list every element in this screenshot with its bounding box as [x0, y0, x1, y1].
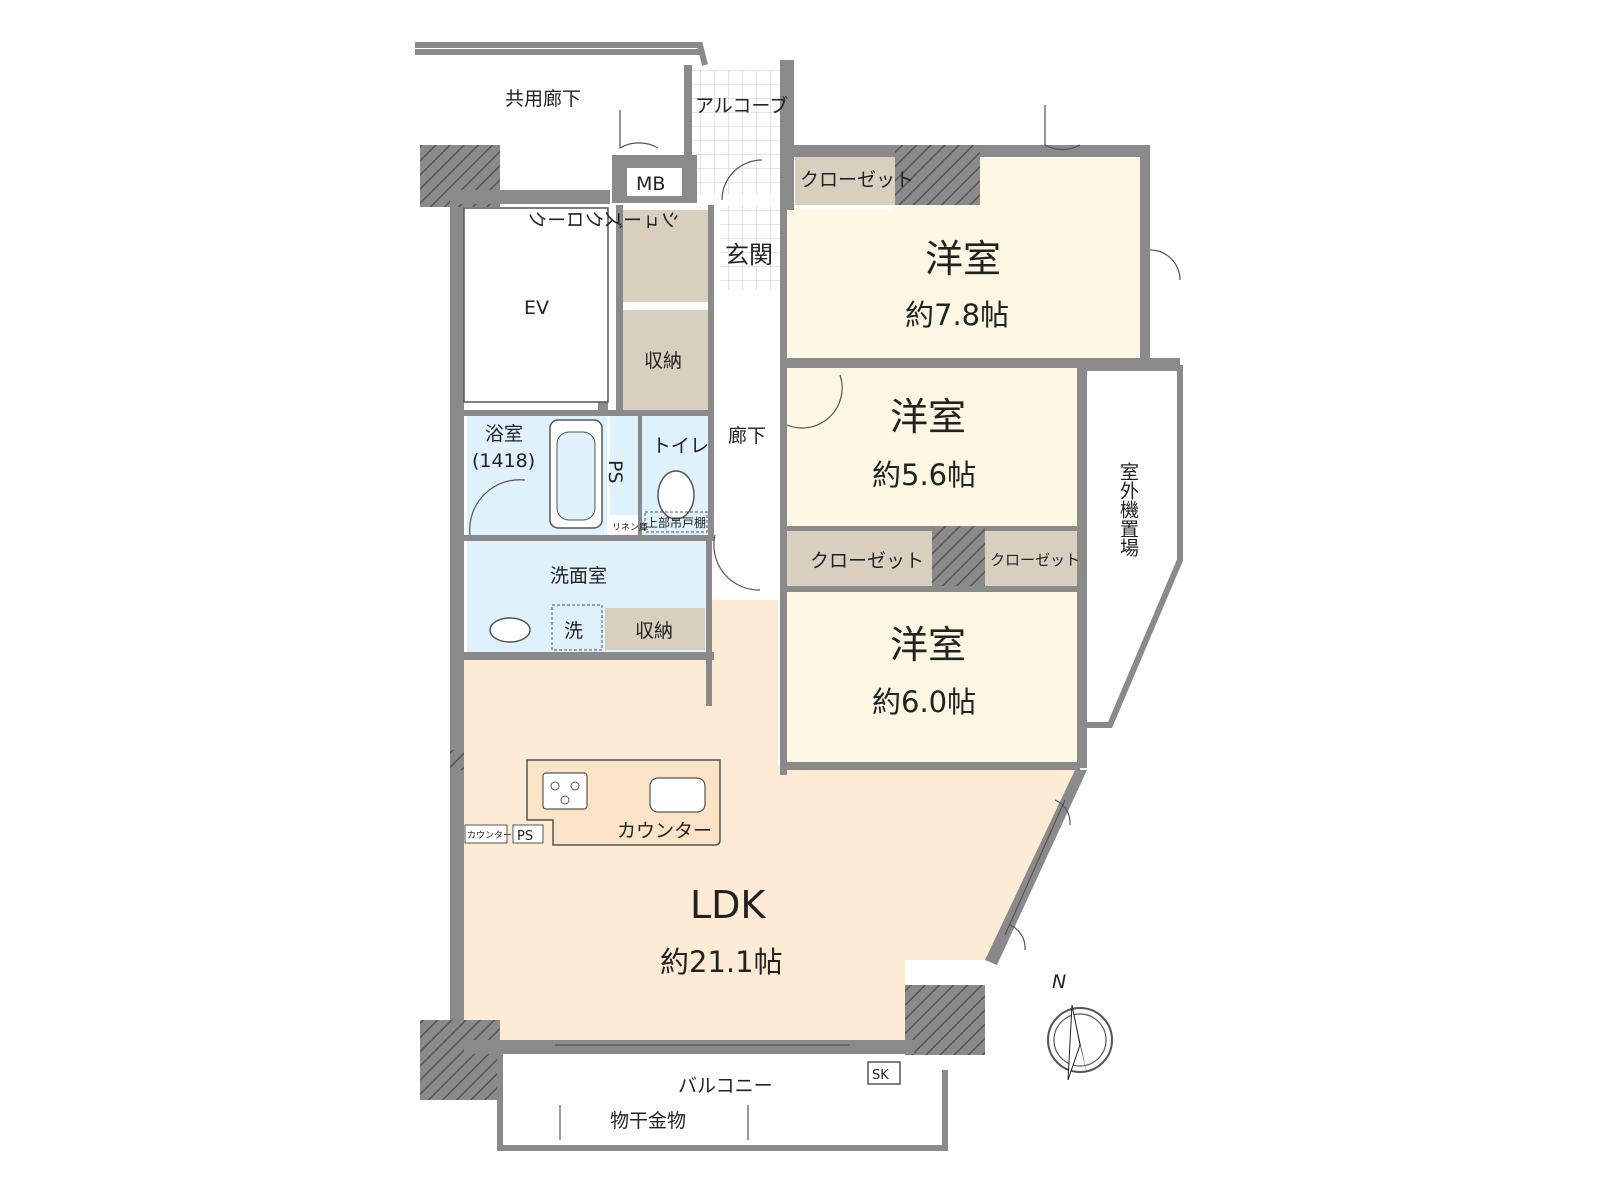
- entrance-label: 玄関: [725, 241, 773, 269]
- closet-small-fill: [985, 531, 1077, 586]
- closet-small-label: クローゼット: [990, 551, 1080, 569]
- bath-size-label: (1418): [472, 450, 535, 472]
- mb-label: MB: [636, 173, 665, 195]
- western-room-3-size: 約6.0帖: [872, 685, 976, 719]
- alcove-tile: [690, 70, 782, 195]
- western-room-3-floor: [787, 592, 1077, 762]
- ps-floor: [610, 415, 638, 515]
- bath-label: 浴室: [485, 423, 523, 445]
- closet-mid-fill: [787, 531, 932, 586]
- entrance-tile: [720, 205, 782, 290]
- counter-big-label: カウンター: [617, 820, 712, 842]
- washroom-label: 洗面室: [550, 565, 607, 587]
- storage1-label: 収納: [644, 350, 682, 372]
- fixtures: [464, 105, 1181, 1140]
- labels: 共用廊下 アルコーブ MB クローゼット シューズクローク 玄関 EV 収納 廊…: [467, 88, 1139, 1132]
- storage1-fill: [623, 310, 708, 410]
- western-room-1-floor: [785, 158, 1140, 358]
- counter-small-label: カウンター: [467, 830, 512, 841]
- shoes-cloak-fill: [623, 210, 708, 302]
- western-room-3-name: 洋室: [890, 623, 966, 667]
- corridor-label: 廊下: [728, 425, 766, 447]
- walls: [415, 42, 1183, 1151]
- ldk-size: 約21.1帖: [660, 945, 783, 979]
- north-label: N: [1052, 971, 1066, 993]
- western-room-2-floor: [787, 368, 1077, 526]
- ldk-floor: [464, 600, 1075, 1040]
- ldk-name: LDK: [690, 883, 766, 927]
- sk-label: SK: [872, 1068, 889, 1083]
- toilet-label: トイレ: [652, 435, 709, 457]
- storage2-fill: [605, 608, 705, 650]
- western-room-2-size: 約5.6帖: [872, 458, 976, 492]
- outdoor-unit-label: 室外機置場: [1117, 462, 1139, 558]
- storage2-label: 収納: [635, 620, 673, 642]
- clothes-pole-label: 物干金物: [610, 1110, 686, 1132]
- closet-top-label: クローゼット: [800, 169, 914, 191]
- alcove-label: アルコーブ: [695, 94, 788, 117]
- ps2-label: PS: [517, 829, 533, 844]
- north-compass-icon: [1047, 1004, 1113, 1081]
- linen-label: リネン庫: [612, 521, 648, 533]
- ev-label: EV: [524, 297, 549, 319]
- ps1-label: PS: [604, 460, 626, 484]
- western-room-2-name: 洋室: [890, 395, 966, 439]
- common-corridor-label: 共用廊下: [505, 88, 581, 110]
- western-room-1-name: 洋室: [925, 237, 1001, 281]
- washer-label: 洗: [564, 620, 583, 642]
- upper-shelf-label: 上部吊戸棚: [646, 515, 706, 530]
- closet-top-fill: [795, 155, 899, 205]
- closet-mid-label: クローゼット: [810, 550, 924, 572]
- western-room-1-size: 約7.8帖: [905, 298, 1009, 332]
- shoes-cloak-label: シューズクローク: [528, 207, 680, 229]
- balcony-label: バルコニー: [678, 1075, 773, 1097]
